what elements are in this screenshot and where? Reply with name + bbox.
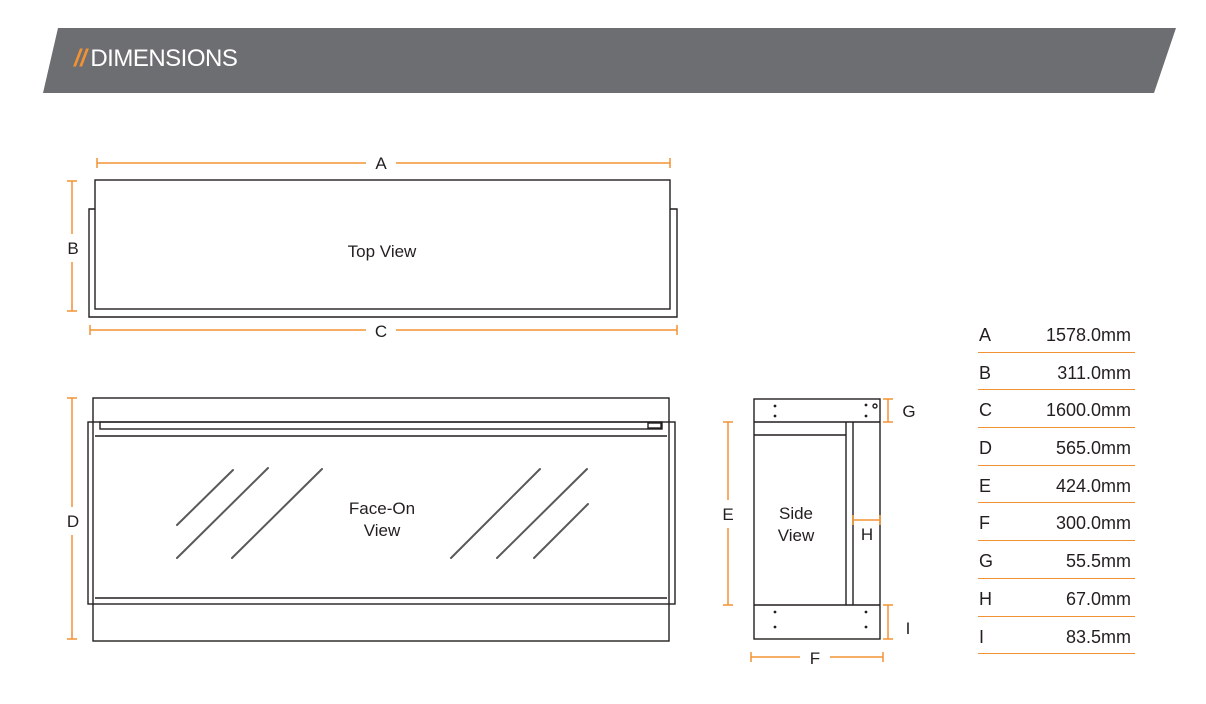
table-row: G 55.5mm [978,541,1135,579]
side-view-dots [773,403,868,629]
drawing-outlines [87,179,881,642]
side-view-drawing [753,398,881,640]
spec-key: D [979,438,992,459]
face-on-top-strip [99,421,663,430]
face-on-strip-tab [647,422,662,429]
spec-value: 424.0mm [1055,475,1131,496]
spec-value: 55.5mm [1065,551,1131,572]
side-view-screw-hole [872,403,878,409]
spec-value: 1578.0mm [1045,325,1131,345]
spec-key: F [979,513,990,534]
face-on-view-drawing [87,397,676,642]
title-slashes: // [74,45,87,72]
dim-label-e: E [722,505,733,524]
dim-label-d: D [67,512,79,531]
top-view-flange [88,208,678,318]
face-on-outer [92,397,670,642]
dim-label-b: B [67,239,78,258]
table-row: I 83.5mm [978,617,1135,655]
top-view-label: Top View [348,242,417,261]
dim-label-i: I [906,619,911,638]
spec-key: I [979,626,985,647]
table-row: F 300.0mm [978,503,1135,542]
spec-value: 1600.0mm [1045,400,1131,421]
dimension-lines [67,158,893,662]
side-view-label-line2: View [778,526,815,545]
top-view-drawing [88,179,678,318]
view-labels: Top View Face-On View Side View [348,242,815,545]
dim-label-c: C [375,322,387,341]
header-band-shape [43,28,1176,93]
spec-value: 83.5mm [1065,626,1131,647]
title-text: DIMENSIONS [90,45,238,72]
spec-key: A [979,325,992,345]
dim-label-f: F [810,649,820,668]
glass-reflections [176,467,589,559]
table-row: C 1600.0mm [978,390,1135,429]
spec-key: C [979,400,992,421]
header-band: //DIMENSIONS [0,0,1206,110]
spec-key: G [979,551,994,572]
table-row: E 424.0mm [978,466,1135,504]
spec-value: 565.0mm [1055,438,1131,459]
dimension-letters: A B C D E F G H I [67,154,916,668]
dimensions-table: A 1578.0mm B 311.0mm C 1600.0mm D 565.0m… [978,315,1135,655]
spec-value: 311.0mm [1057,362,1131,383]
spec-value: 300.0mm [1055,513,1131,534]
side-view-label-line1: Side [779,504,813,523]
table-row: H 67.0mm [978,579,1135,617]
dim-label-h: H [861,525,873,544]
table-row: B 311.0mm [978,353,1135,391]
spec-key: H [979,588,992,609]
table-row: A 1578.0mm [978,315,1135,353]
section-title: //DIMENSIONS [74,42,238,76]
dim-label-g: G [902,402,915,421]
face-on-label-line1: Face-On [349,499,415,518]
face-on-label-line2: View [364,521,401,540]
spec-key: B [979,362,992,383]
spec-key: E [979,475,992,496]
technical-drawings: Top View Face-On View Side View A B C D … [67,154,916,668]
spec-value: 67.0mm [1065,588,1131,609]
top-view-body [94,179,671,310]
table-row: D 565.0mm [978,428,1135,466]
dim-label-a: A [375,154,387,173]
